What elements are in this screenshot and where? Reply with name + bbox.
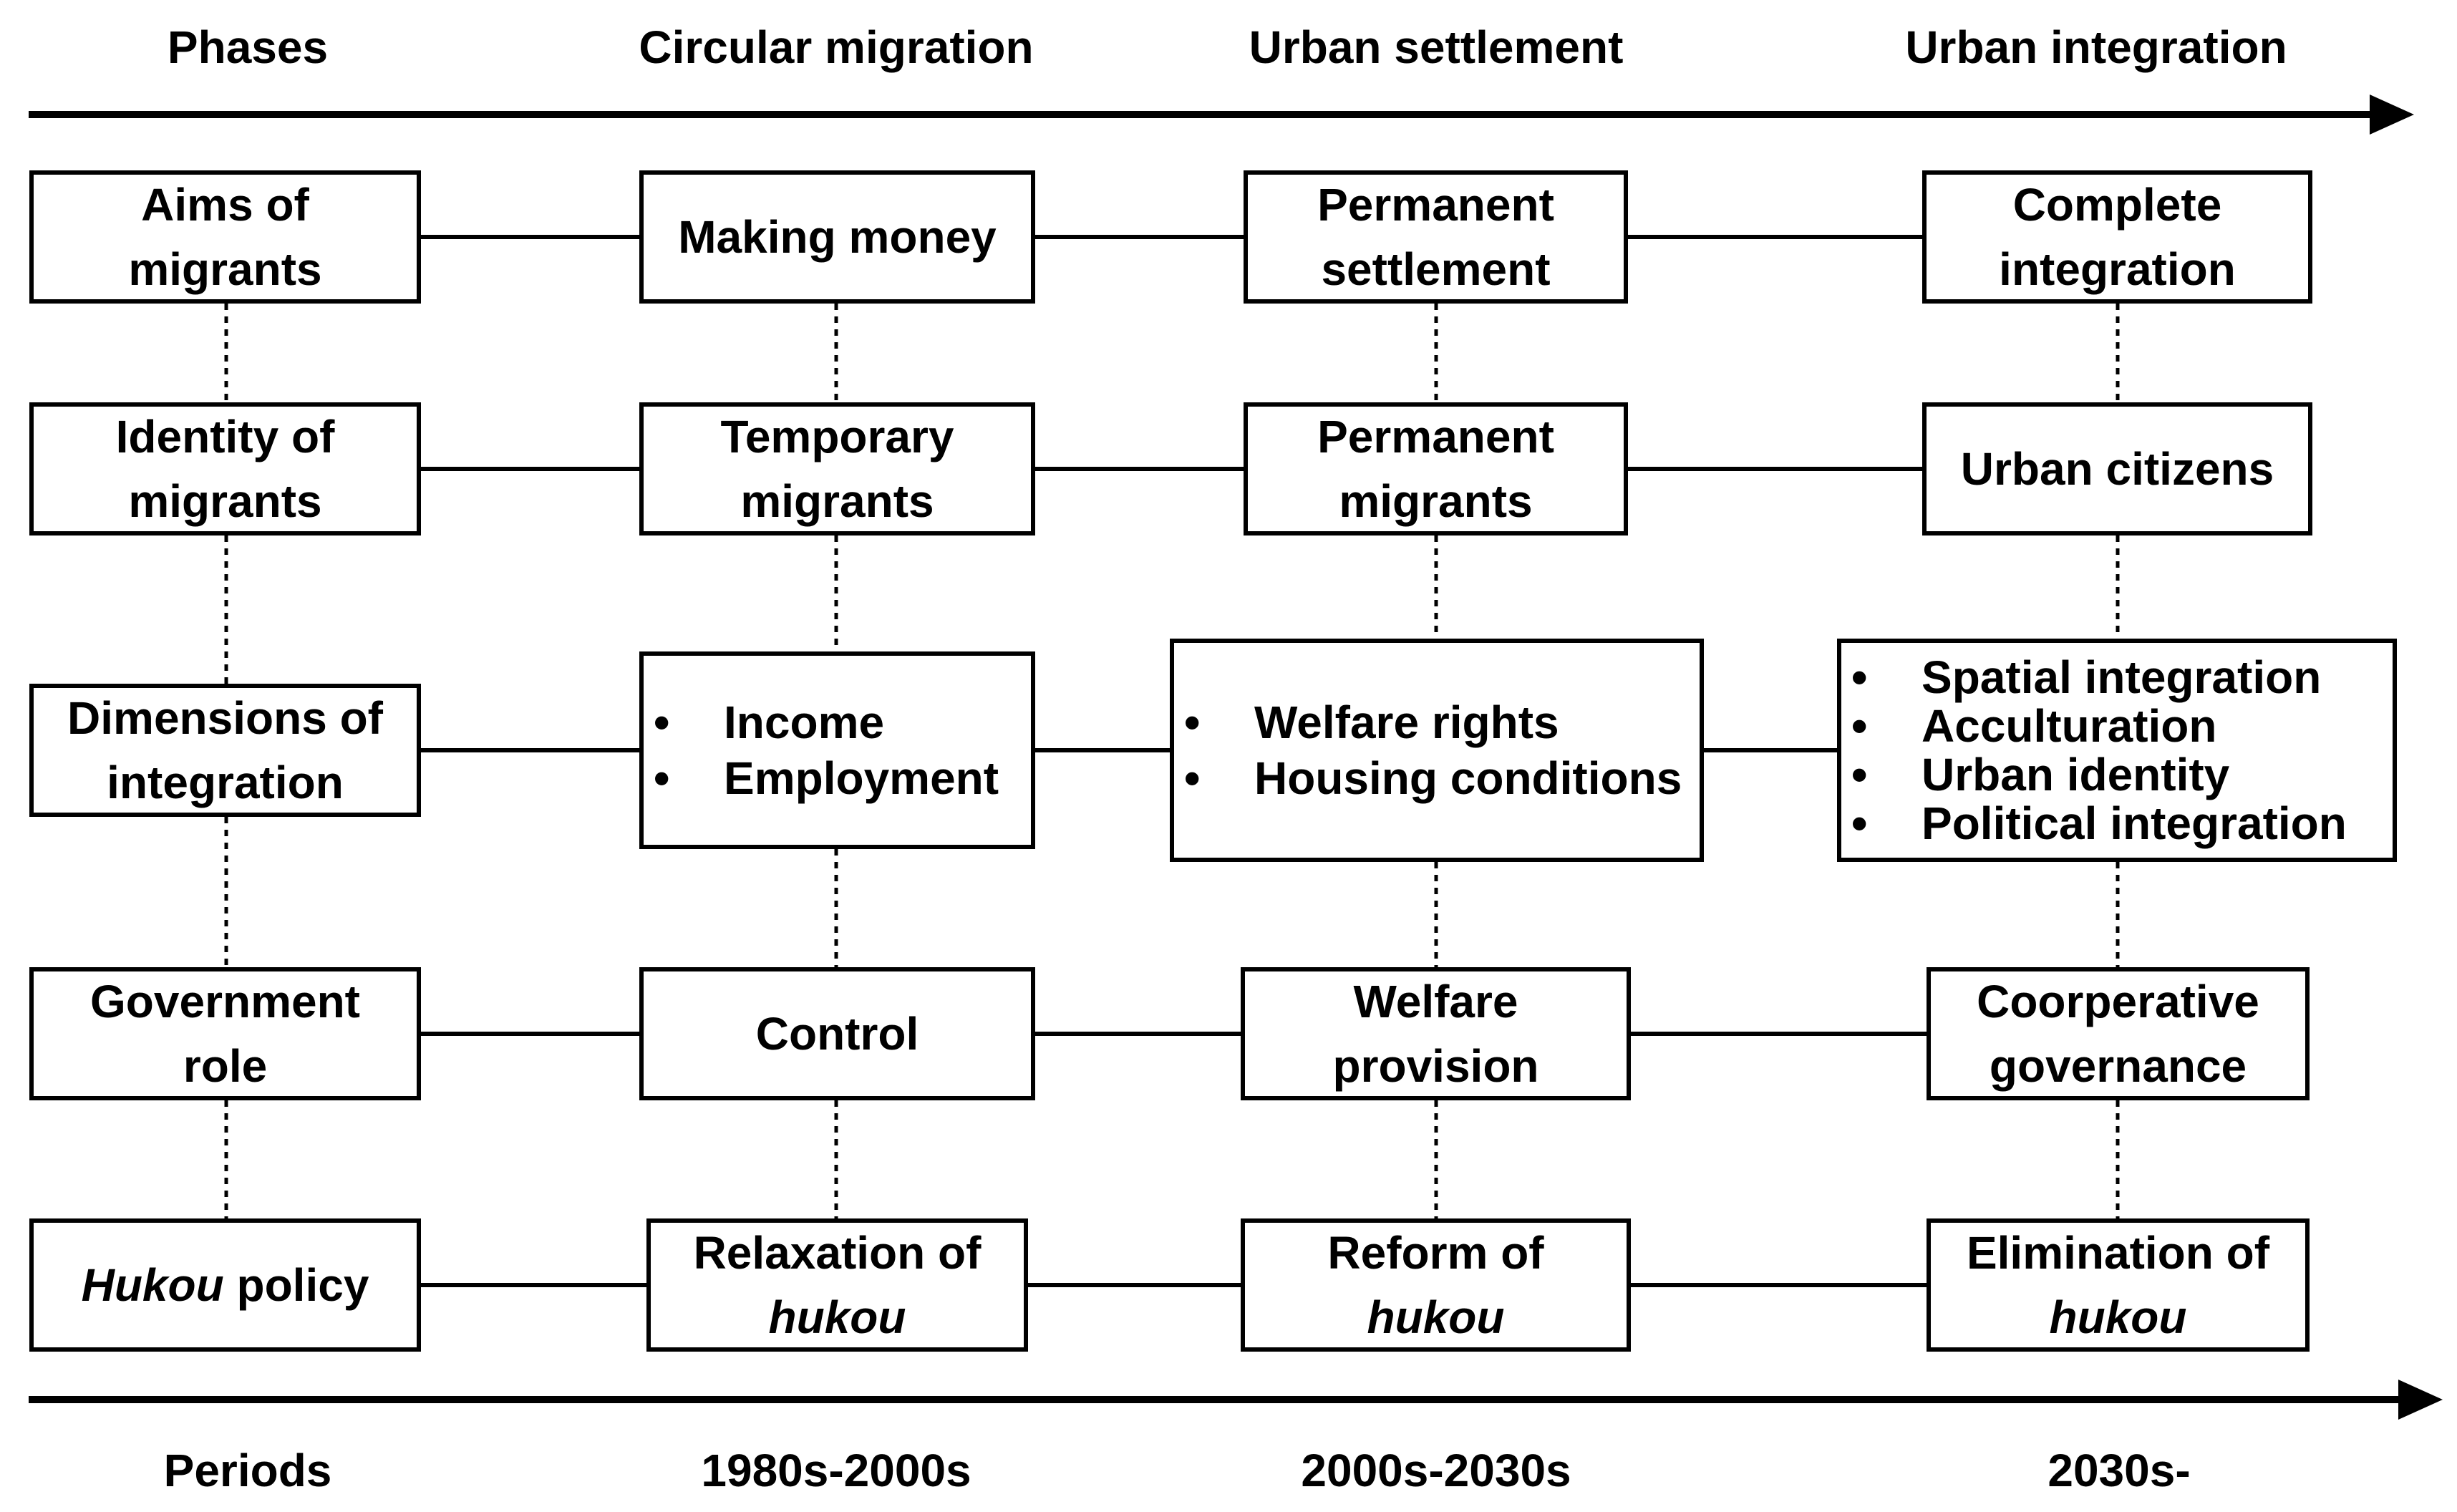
policy-word: policy: [223, 1259, 369, 1311]
box-line: Dimensions of: [67, 692, 383, 744]
hukou-italic: hukou: [2049, 1292, 2187, 1343]
cooperative-governance-box: Coorperative governance: [1927, 967, 2310, 1100]
box-line: Temporary: [720, 411, 954, 462]
government-role-box: Government role: [29, 967, 421, 1100]
dimension-list: Spatial integration Acculturation Urban …: [1851, 653, 2347, 848]
hukou-italic: hukou: [1367, 1292, 1505, 1343]
list-item: Welfare rights: [1184, 690, 1682, 755]
dimension-list: Welfare rights Housing conditions: [1184, 690, 1682, 810]
aims-of-migrants-box: Aims of migrants: [29, 170, 421, 304]
box-line: Welfare: [1353, 976, 1518, 1027]
box-line: Coorperative: [1977, 976, 2259, 1027]
temporary-migrants-box: Temporary migrants: [639, 402, 1035, 536]
complete-integration-box: Complete integration: [1922, 170, 2312, 304]
box-line: migrants: [740, 475, 934, 527]
reform-of-hukou-box: Reform of hukou: [1241, 1218, 1631, 1352]
elimination-of-hukou-box: Elimination of hukou: [1927, 1218, 2310, 1352]
phase-urban-settlement: Urban settlement: [1249, 21, 1624, 73]
periods-label: Periods: [163, 1445, 332, 1496]
box-line: Permanent: [1317, 179, 1554, 231]
relaxation-of-hukou-box: Relaxation of hukou: [646, 1218, 1028, 1352]
box-line: migrants: [128, 475, 322, 527]
making-money-box: Making money: [639, 170, 1035, 304]
list-item: Spatial integration: [1851, 653, 2347, 702]
integration-dimensions-box: Spatial integration Acculturation Urban …: [1837, 639, 2397, 862]
box-line: settlement: [1321, 243, 1551, 295]
box-line: integration: [107, 757, 344, 808]
box-line: Identity of: [115, 411, 335, 462]
box-line: migrants: [128, 243, 322, 295]
dimensions-of-integration-box: Dimensions of integration: [29, 684, 421, 817]
box-line: Urban citizens: [1960, 443, 2274, 495]
phase-urban-integration: Urban integration: [1905, 21, 2287, 73]
box-line: Aims of: [141, 179, 309, 231]
list-item: Acculturation: [1851, 702, 2347, 750]
box-line: Reform of: [1327, 1227, 1544, 1279]
identity-of-migrants-box: Identity of migrants: [29, 402, 421, 536]
box-line: integration: [1999, 243, 2236, 295]
income-employment-box: Income Employment: [639, 651, 1035, 849]
permanent-settlement-box: Permanent settlement: [1244, 170, 1628, 304]
urban-citizens-box: Urban citizens: [1922, 402, 2312, 536]
hukou-policy-box: Hukou policy: [29, 1218, 421, 1352]
welfare-provision-box: Welfare provision: [1241, 967, 1631, 1100]
box-line: Permanent: [1317, 411, 1554, 462]
list-item: Income: [654, 690, 999, 755]
box-line: Making money: [678, 211, 997, 263]
list-item: Employment: [654, 746, 999, 810]
welfare-housing-box: Welfare rights Housing conditions: [1170, 639, 1704, 862]
dimension-list: Income Employment: [654, 690, 999, 810]
list-item: Political integration: [1851, 799, 2347, 848]
period-1980s-2000s: 1980s-2000s: [701, 1445, 971, 1496]
list-item: Housing conditions: [1184, 746, 1682, 810]
period-2000s-2030s: 2000s-2030s: [1301, 1445, 1571, 1496]
flow-arrows: [421, 235, 1927, 1287]
box-line: Hukou policy: [82, 1253, 369, 1317]
box-line: Control: [755, 1008, 919, 1060]
box-line: Government: [90, 976, 360, 1027]
control-box: Control: [639, 967, 1035, 1100]
permanent-migrants-box: Permanent migrants: [1244, 402, 1628, 536]
box-line: role: [183, 1040, 268, 1092]
box-line: Complete: [2012, 179, 2222, 231]
phases-label: Phases: [167, 21, 329, 73]
box-line: provision: [1332, 1040, 1539, 1092]
dotted-connectors: [224, 304, 2120, 1218]
box-line: migrants: [1339, 475, 1533, 527]
box-line: Elimination of: [1966, 1227, 2270, 1279]
period-2030s: 2030s-: [2048, 1445, 2191, 1496]
box-line: governance: [1989, 1040, 2247, 1092]
box-line: Relaxation of: [693, 1227, 982, 1279]
hukou-italic: hukou: [768, 1292, 906, 1343]
hukou-italic: Hukou: [81, 1259, 224, 1311]
list-item: Urban identity: [1851, 750, 2347, 799]
phase-circular-migration: Circular migration: [639, 21, 1034, 73]
